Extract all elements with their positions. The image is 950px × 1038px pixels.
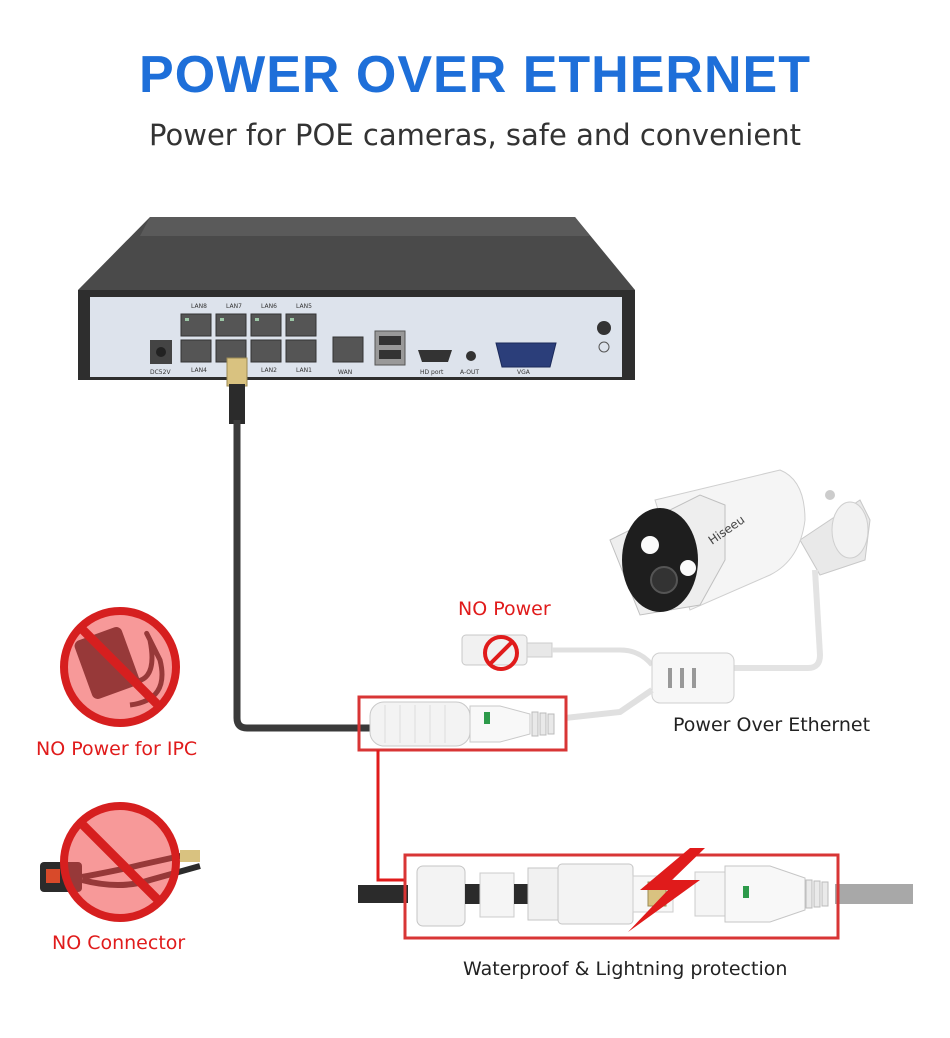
aout-label: A-OUT [460,369,479,376]
no-connector-label: NO Connector [52,932,186,954]
ground-screw [597,321,611,335]
no-power-ipc-label: NO Power for IPC [36,738,198,760]
bullet-camera: Hiseeu [609,469,871,671]
page-title: POWER OVER ETHERNET [139,46,811,104]
port-label-lan6: LAN6 [261,303,277,310]
poe-label: Power Over Ethernet [673,714,871,736]
wan-label: WAN [338,369,352,376]
lightning-icon [628,848,705,932]
no-connector-icon [40,802,201,922]
wan-port [332,336,364,363]
port-label-lan8: LAN8 [191,303,207,310]
ethernet-cable [226,357,370,732]
hdmi-port [418,350,452,362]
callout-line [376,750,405,882]
port-label-lan7: LAN7 [226,303,242,310]
port-label-lan2: LAN2 [261,367,277,374]
nvr-recorder: LAN8 LAN7 LAN6 LAN5 LAN4 LAN2 LAN1 DC52V… [78,217,635,380]
port-label-lan5: LAN5 [296,303,312,310]
vga-label: VGA [517,369,531,376]
hd-port-label: HD port [420,369,444,376]
dc-label: DC52V [150,369,171,376]
port-label-lan4: LAN4 [191,367,207,374]
no-power-adapter-icon [60,607,180,727]
audio-out-port [466,351,476,361]
no-power-label: NO Power [458,598,551,620]
waterproof-assembly [358,848,913,940]
vga-port [495,342,557,368]
poe-pigtail [461,634,735,721]
port-label-lan1: LAN1 [296,367,312,374]
page-subtitle: Power for POE cameras, safe and convenie… [149,118,801,152]
waterproof-label: Waterproof & Lightning protection [463,958,788,980]
no-power-sign-icon [483,635,519,671]
rj45-waterproof-connector [357,695,568,752]
